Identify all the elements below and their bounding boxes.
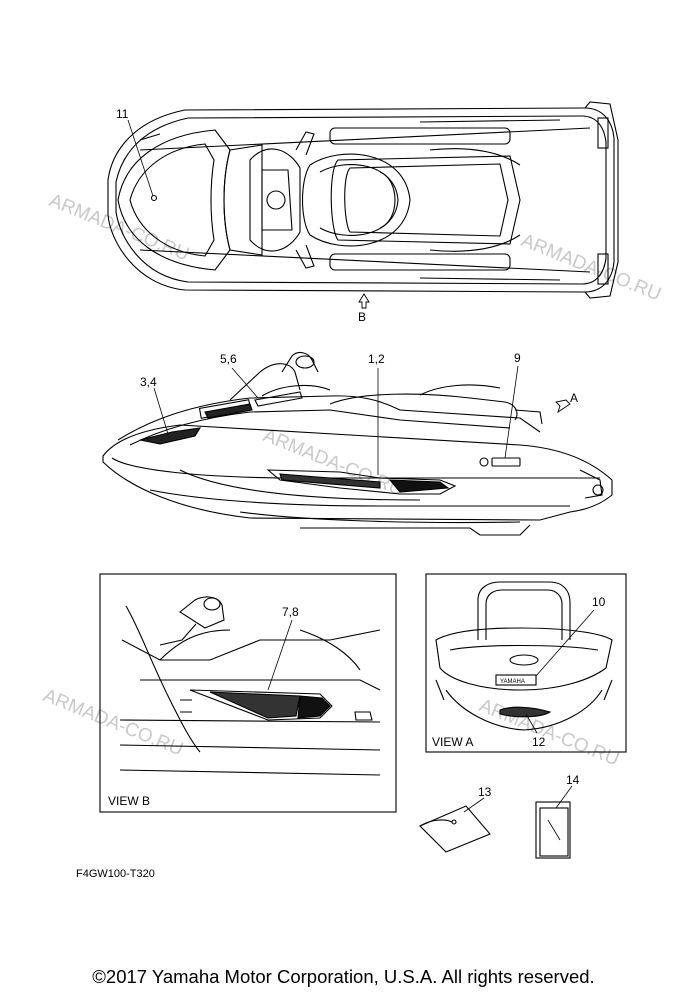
part-14-card — [535, 785, 573, 859]
callout-12: 12 — [532, 735, 546, 749]
callout-1-2: 1,2 — [368, 352, 385, 366]
callout-9: 9 — [514, 351, 521, 365]
view-a-panel — [425, 573, 627, 753]
view-b-label: VIEW B — [108, 794, 150, 808]
callout-14: 14 — [566, 773, 580, 787]
watermark: ARMADA-CO.RU — [40, 685, 186, 760]
watermark: ARMADA-CO.RU — [260, 425, 406, 500]
callout-7-8: 7,8 — [282, 605, 299, 619]
callout-13: 13 — [478, 785, 492, 799]
part-13-pouch — [419, 797, 491, 853]
yamaha-plate-text: YAMAHA — [500, 679, 525, 685]
side-view-watercraft — [102, 351, 613, 536]
watermark: ARMADA-CO.RU — [476, 695, 622, 770]
diagram-code: F4GW100-T320 — [76, 868, 155, 880]
top-view-watercraft — [107, 101, 619, 309]
callout-5-6: 5,6 — [220, 352, 237, 366]
watermark: ARMADA-CO.RU — [518, 230, 664, 305]
callout-b: B — [358, 310, 366, 324]
callout-10: 10 — [592, 595, 606, 609]
copyright-notice: ©2017 Yamaha Motor Corporation, U.S.A. A… — [92, 966, 595, 987]
callout-11: 11 — [116, 107, 129, 121]
view-a-label: VIEW A — [432, 735, 473, 749]
callout-3-4: 3,4 — [140, 375, 157, 389]
callout-a: A — [570, 391, 578, 405]
view-b-panel — [99, 573, 397, 813]
watermark: ARMADA-CO.RU — [46, 190, 192, 265]
